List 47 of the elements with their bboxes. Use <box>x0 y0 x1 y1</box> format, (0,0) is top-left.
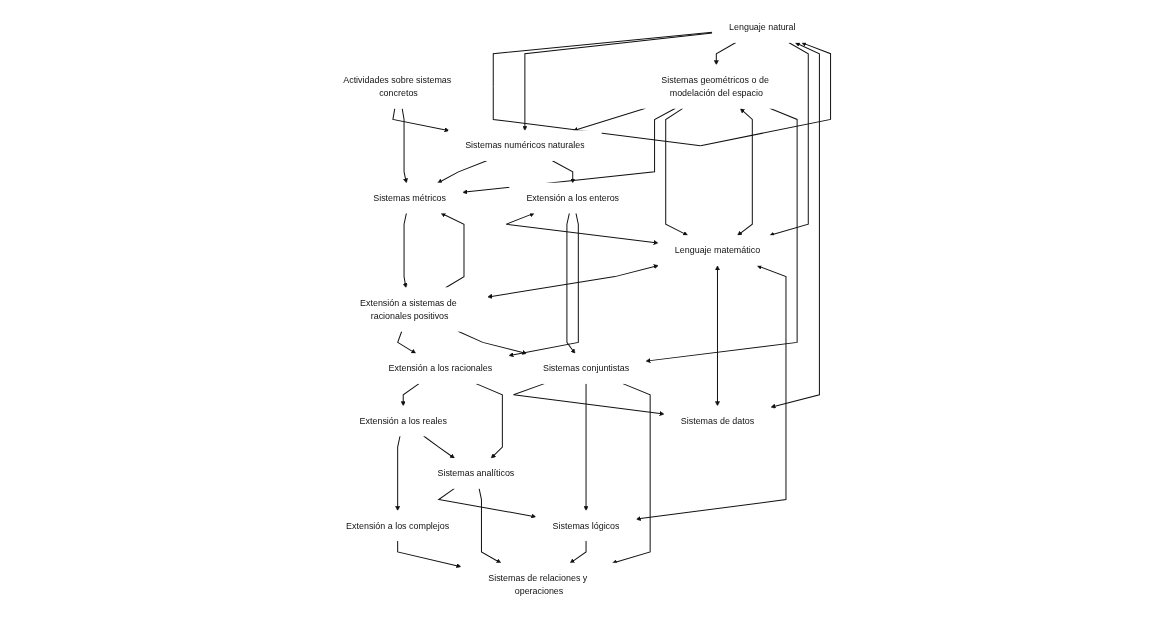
arrow <box>437 160 488 184</box>
arrow <box>400 383 420 407</box>
node-text: Lenguaje matemático <box>674 245 761 255</box>
node-text: Sistemas conjuntistas <box>542 363 630 374</box>
arrow <box>508 212 579 358</box>
node-text: Sistemas de relaciones y operaciones <box>488 573 588 596</box>
node-text: Extensión a los racionales <box>388 363 493 374</box>
arrow <box>665 107 688 236</box>
node-text: Sistemas de datos <box>680 415 755 426</box>
arrow <box>397 330 417 354</box>
arrow <box>395 435 401 511</box>
node-text: Extensión a los complejos <box>346 520 450 531</box>
arrow <box>551 160 576 184</box>
arrow <box>402 212 408 288</box>
arrow <box>770 42 820 409</box>
arrow <box>769 42 809 237</box>
arrow <box>513 383 665 416</box>
node-text: Extensión a los reales <box>359 415 447 426</box>
arrow <box>612 383 651 565</box>
node-text: Sistemas lógicos <box>552 520 620 531</box>
arrow <box>645 107 798 364</box>
node-text: Lenguaje natural <box>729 22 796 32</box>
arrow <box>715 265 720 407</box>
arrow <box>438 487 537 519</box>
arrow <box>569 540 587 564</box>
node-text: Sistemas geométricos o de modelación del espacio <box>661 74 769 98</box>
arrow <box>636 264 787 521</box>
arrow <box>475 383 503 459</box>
arrow <box>505 212 659 245</box>
arrow <box>487 264 659 299</box>
node-text: Sistemas métricos <box>373 193 447 203</box>
arrow <box>478 487 502 564</box>
arrow <box>583 383 589 511</box>
node-text: Sistemas analíticos <box>437 468 515 478</box>
arrow <box>440 212 465 289</box>
arrow <box>737 108 753 236</box>
node-text: Extensión a sistemas de racionales positivos <box>360 297 457 321</box>
arrow <box>423 435 455 459</box>
arrow <box>522 32 713 131</box>
arrow <box>457 330 527 355</box>
arrow <box>566 212 576 354</box>
arrow <box>392 107 450 133</box>
node-text: Actividades sobre sistemas concretos <box>343 74 452 98</box>
arrow <box>492 31 832 147</box>
arrow <box>713 42 737 66</box>
arrow <box>397 540 462 569</box>
arrow <box>401 107 408 184</box>
